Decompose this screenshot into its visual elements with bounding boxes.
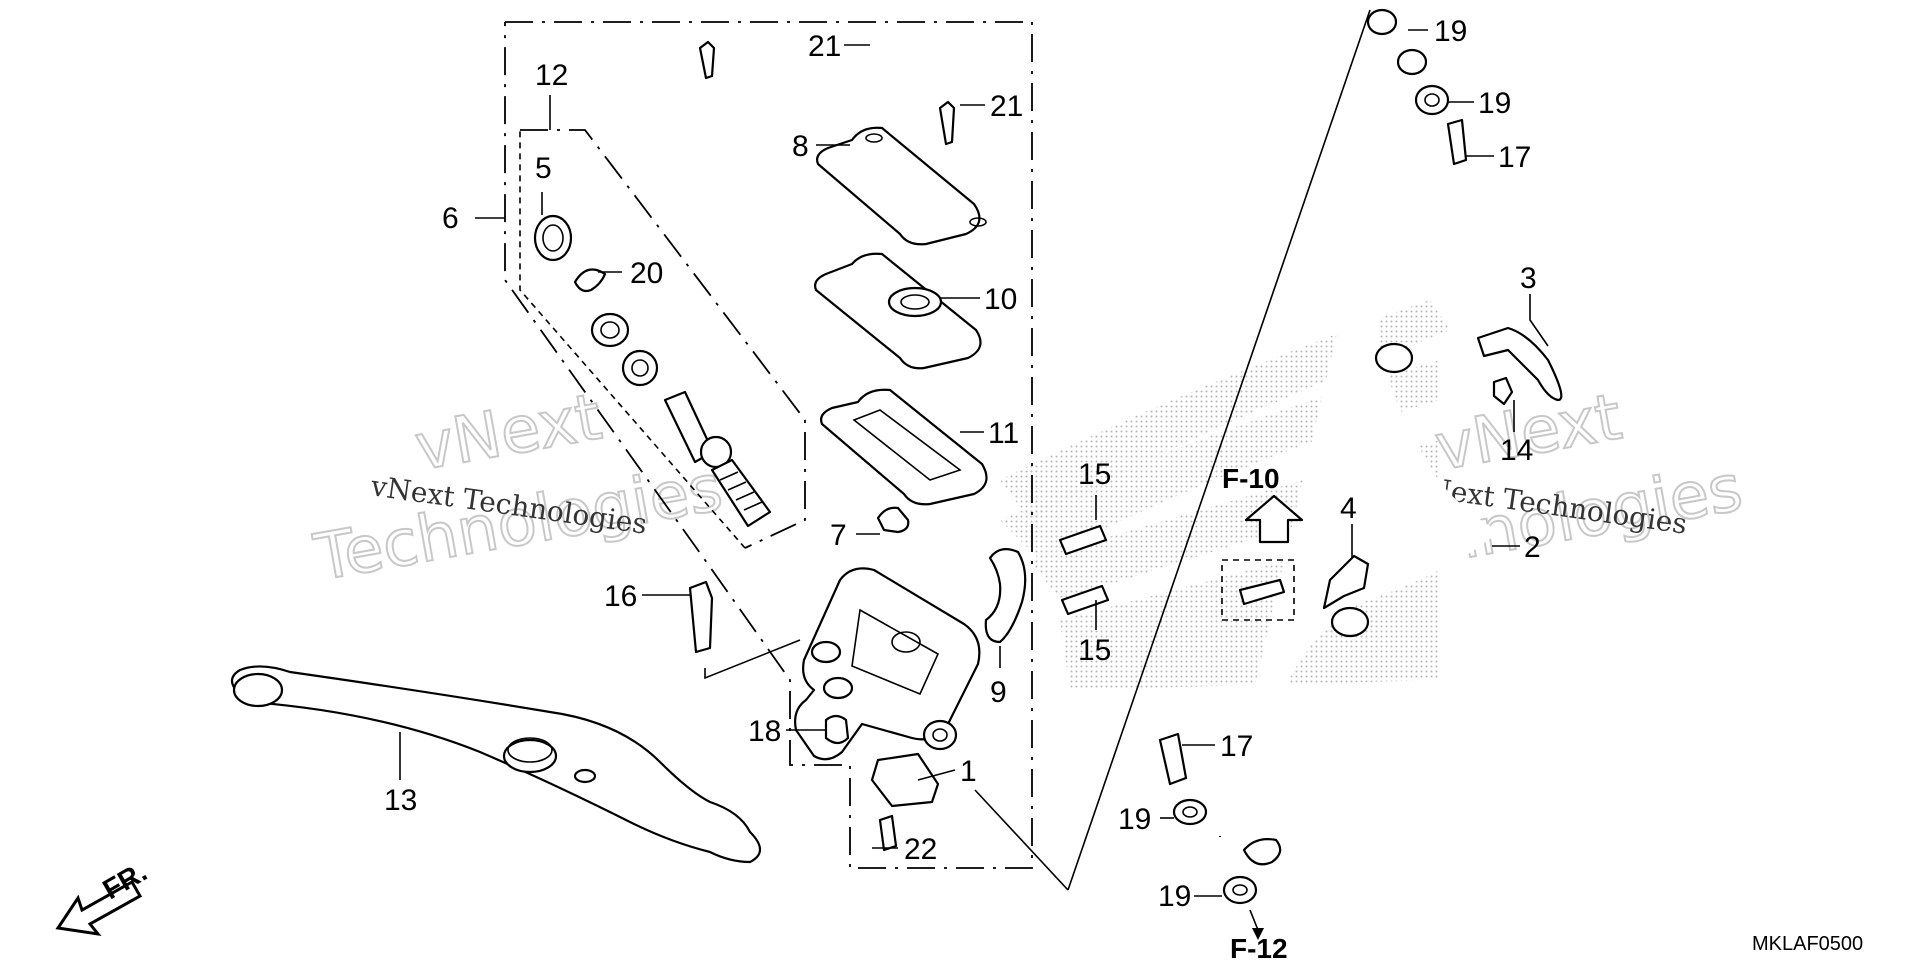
part-20-clip (573, 268, 607, 293)
callout-1: 1 (960, 755, 977, 788)
brake-switch (870, 752, 940, 852)
brake-lever (230, 665, 762, 864)
part-18 (824, 714, 850, 745)
diagram-code: MKLAF0500 (1752, 933, 1863, 955)
part-15b-bolt (1060, 584, 1110, 616)
callout-2: 2 (1524, 531, 1541, 564)
screw-21b (938, 100, 956, 146)
piston-kit (533, 214, 772, 528)
part-15a-bolt (1058, 524, 1108, 556)
part-11-diaphragm (820, 388, 988, 506)
part-3-bracket (1476, 326, 1563, 402)
callout-5: 5 (535, 152, 552, 185)
callout-13: 13 (384, 784, 417, 817)
callout-22: 22 (904, 833, 937, 866)
callout-21b: 21 (990, 90, 1023, 123)
part-7 (876, 506, 910, 534)
part-16-pivot (688, 580, 714, 654)
bolt-17b (1158, 732, 1188, 786)
callout-3: 3 (1520, 262, 1537, 295)
bolt-17a (1446, 118, 1468, 166)
callout-17b: 17 (1498, 141, 1531, 174)
ref-down-label: F-12 (1230, 933, 1288, 960)
brackets (1058, 326, 1563, 621)
part-13-lever (230, 665, 762, 864)
callout-17a: 17 (1220, 730, 1253, 763)
callout-14: 14 (1500, 434, 1533, 467)
banjo (1242, 838, 1282, 866)
seal (621, 349, 659, 387)
ring (590, 312, 630, 348)
master-cylinder-body (688, 547, 1027, 761)
part-1-body (794, 567, 981, 761)
callout-19d: 19 (1478, 87, 1511, 120)
callout-15a: 15 (1078, 458, 1111, 491)
callout-21a: 21 (808, 30, 841, 63)
leader-lines (399, 29, 1549, 897)
brake-hose (1158, 8, 1500, 905)
callout-20: 20 (630, 257, 663, 290)
callout-19a: 19 (1118, 803, 1151, 836)
ref-up-label: F-10 (1222, 463, 1280, 494)
part-9-clamp (984, 547, 1027, 644)
callout-8: 8 (792, 130, 809, 163)
callout-10: 10 (984, 283, 1017, 316)
callout-19c: 19 (1434, 15, 1467, 48)
reservoir-stack (698, 40, 988, 534)
part-22-screw (878, 814, 898, 852)
watermark-brand-left: vNext (410, 380, 607, 485)
part-14-bolt (1492, 376, 1514, 406)
part-4-guide (1322, 554, 1370, 610)
callout-numbers: 21 21 12 5 6 20 8 10 11 7 16 9 18 1 22 1… (384, 15, 1541, 913)
diagonal-lines (974, 9, 1371, 891)
callout-4: 4 (1340, 492, 1357, 525)
front-direction-marker: FR. (55, 856, 152, 937)
callout-18: 18 (748, 715, 781, 748)
callout-19b: 19 (1158, 880, 1191, 913)
switch-body (870, 752, 940, 808)
callout-12: 12 (535, 59, 568, 92)
callout-6: 6 (442, 202, 459, 235)
reference-f10: F-10 (1222, 463, 1304, 544)
callout-9: 9 (990, 676, 1007, 709)
callout-11: 11 (988, 417, 1019, 450)
assembly-boundary (504, 21, 1033, 869)
callout-16: 16 (604, 580, 637, 613)
down-arrow-icon (1252, 928, 1264, 940)
plate-hole (887, 286, 943, 318)
part-8-cover (816, 126, 981, 246)
part-5-cap (533, 214, 573, 262)
watermark-company-left: Technologies (309, 451, 728, 595)
center-bolt (1238, 578, 1286, 606)
screw-21a (698, 40, 716, 80)
reference-f12: F-12 (1230, 909, 1288, 960)
up-arrow-icon (1244, 494, 1304, 544)
callout-7: 7 (830, 519, 847, 552)
front-arrow-icon (55, 879, 143, 937)
callout-15b: 15 (1078, 634, 1111, 667)
